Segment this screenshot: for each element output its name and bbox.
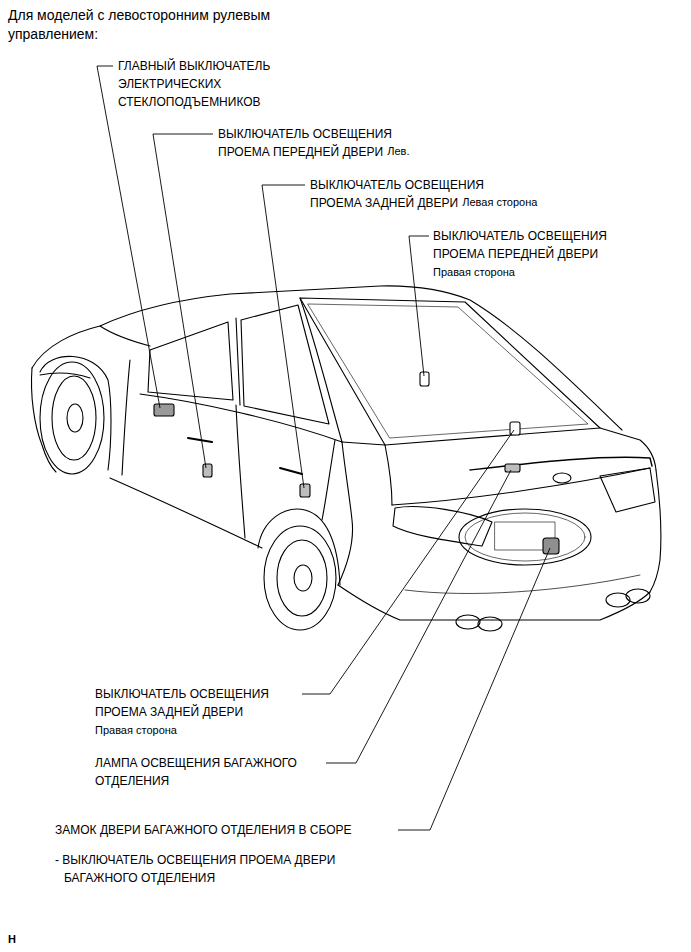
page-code: H	[8, 930, 16, 948]
part-label: - ВЫКЛЮЧАТЕЛЬ ОСВЕЩЕНИЯ ПРОЕМА ДВЕРИ БАГ…	[55, 851, 395, 887]
side-note: Лев.	[387, 142, 409, 160]
part-label: ВЫКЛЮЧАТЕЛЬ ОСВЕЩЕНИЯ ПРОЕМА ЗАДНЕЙ ДВЕР…	[95, 685, 310, 721]
part-label: ВЫКЛЮЧАТЕЛЬ ОСВЕЩЕНИЯ ПРОЕМА ПЕРЕДНЕЙ ДВ…	[433, 227, 648, 263]
page-heading: Для моделей с левосторонним рулевым упра…	[8, 6, 308, 44]
side-note: Правая сторона	[95, 721, 177, 739]
side-note: Левая сторона	[462, 193, 537, 211]
side-note: Правая сторона	[433, 263, 515, 281]
part-label: ЛАМПА ОСВЕЩЕНИЯ БАГАЖНОГО ОТДЕЛЕНИЯ	[95, 754, 335, 790]
part-label: ГЛАВНЫЙ ВЫКЛЮЧАТЕЛЬ ЭЛЕКТРИЧЕСКИХ СТЕКЛО…	[118, 57, 303, 111]
part-label: ЗАМОК ДВЕРИ БАГАЖНОГО ОТДЕЛЕНИЯ В СБОРЕ	[55, 821, 352, 839]
